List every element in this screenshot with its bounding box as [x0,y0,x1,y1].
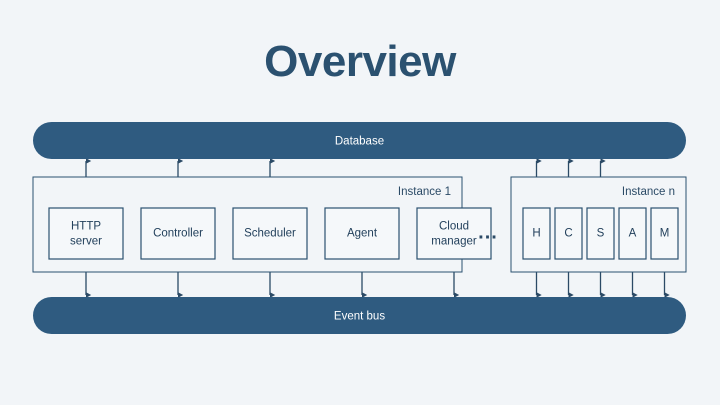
node-http-server[interactable] [48,207,124,260]
shared-service-bars: Database Event bus [33,122,686,334]
group-label-instance-1: Instance 1 [398,186,451,198]
node-agent[interactable] [324,207,400,260]
page-title: Overview [264,37,456,86]
node-label-cloud-manager: Cloud [439,221,469,233]
node-h[interactable] [522,207,551,260]
node-cloud-manager[interactable] [416,207,492,260]
node-label-controller: Controller [153,228,203,240]
node-a[interactable] [618,207,647,260]
instance-groups: Instance 1 HTTP server Controller Scheduler A… [32,176,687,273]
node-label-h: H [532,228,540,240]
node-scheduler[interactable] [232,207,308,260]
node-m[interactable] [650,207,679,260]
node-label-m: M [660,228,670,240]
node-label-s: S [597,228,605,240]
group-label-instance-n: Instance n [622,186,675,198]
node-label-agent: Agent [347,228,378,240]
node-label-scheduler: Scheduler [244,228,296,240]
event-bus-bar-label: Event bus [334,311,385,323]
node-c[interactable] [554,207,583,260]
node-label-http-server-line2: server [70,236,102,248]
event-bus-bar[interactable] [33,297,686,334]
database-bar-label: Database [335,136,384,148]
ellipsis-indicator: ... [478,221,498,243]
node-label-cloud-manager-line2: manager [431,236,477,248]
node-controller[interactable] [140,207,216,260]
node-label-http-server: HTTP [71,221,101,233]
database-bar[interactable] [33,122,686,159]
node-label-c: C [564,228,572,240]
node-s[interactable] [586,207,615,260]
node-label-a: A [629,228,637,240]
